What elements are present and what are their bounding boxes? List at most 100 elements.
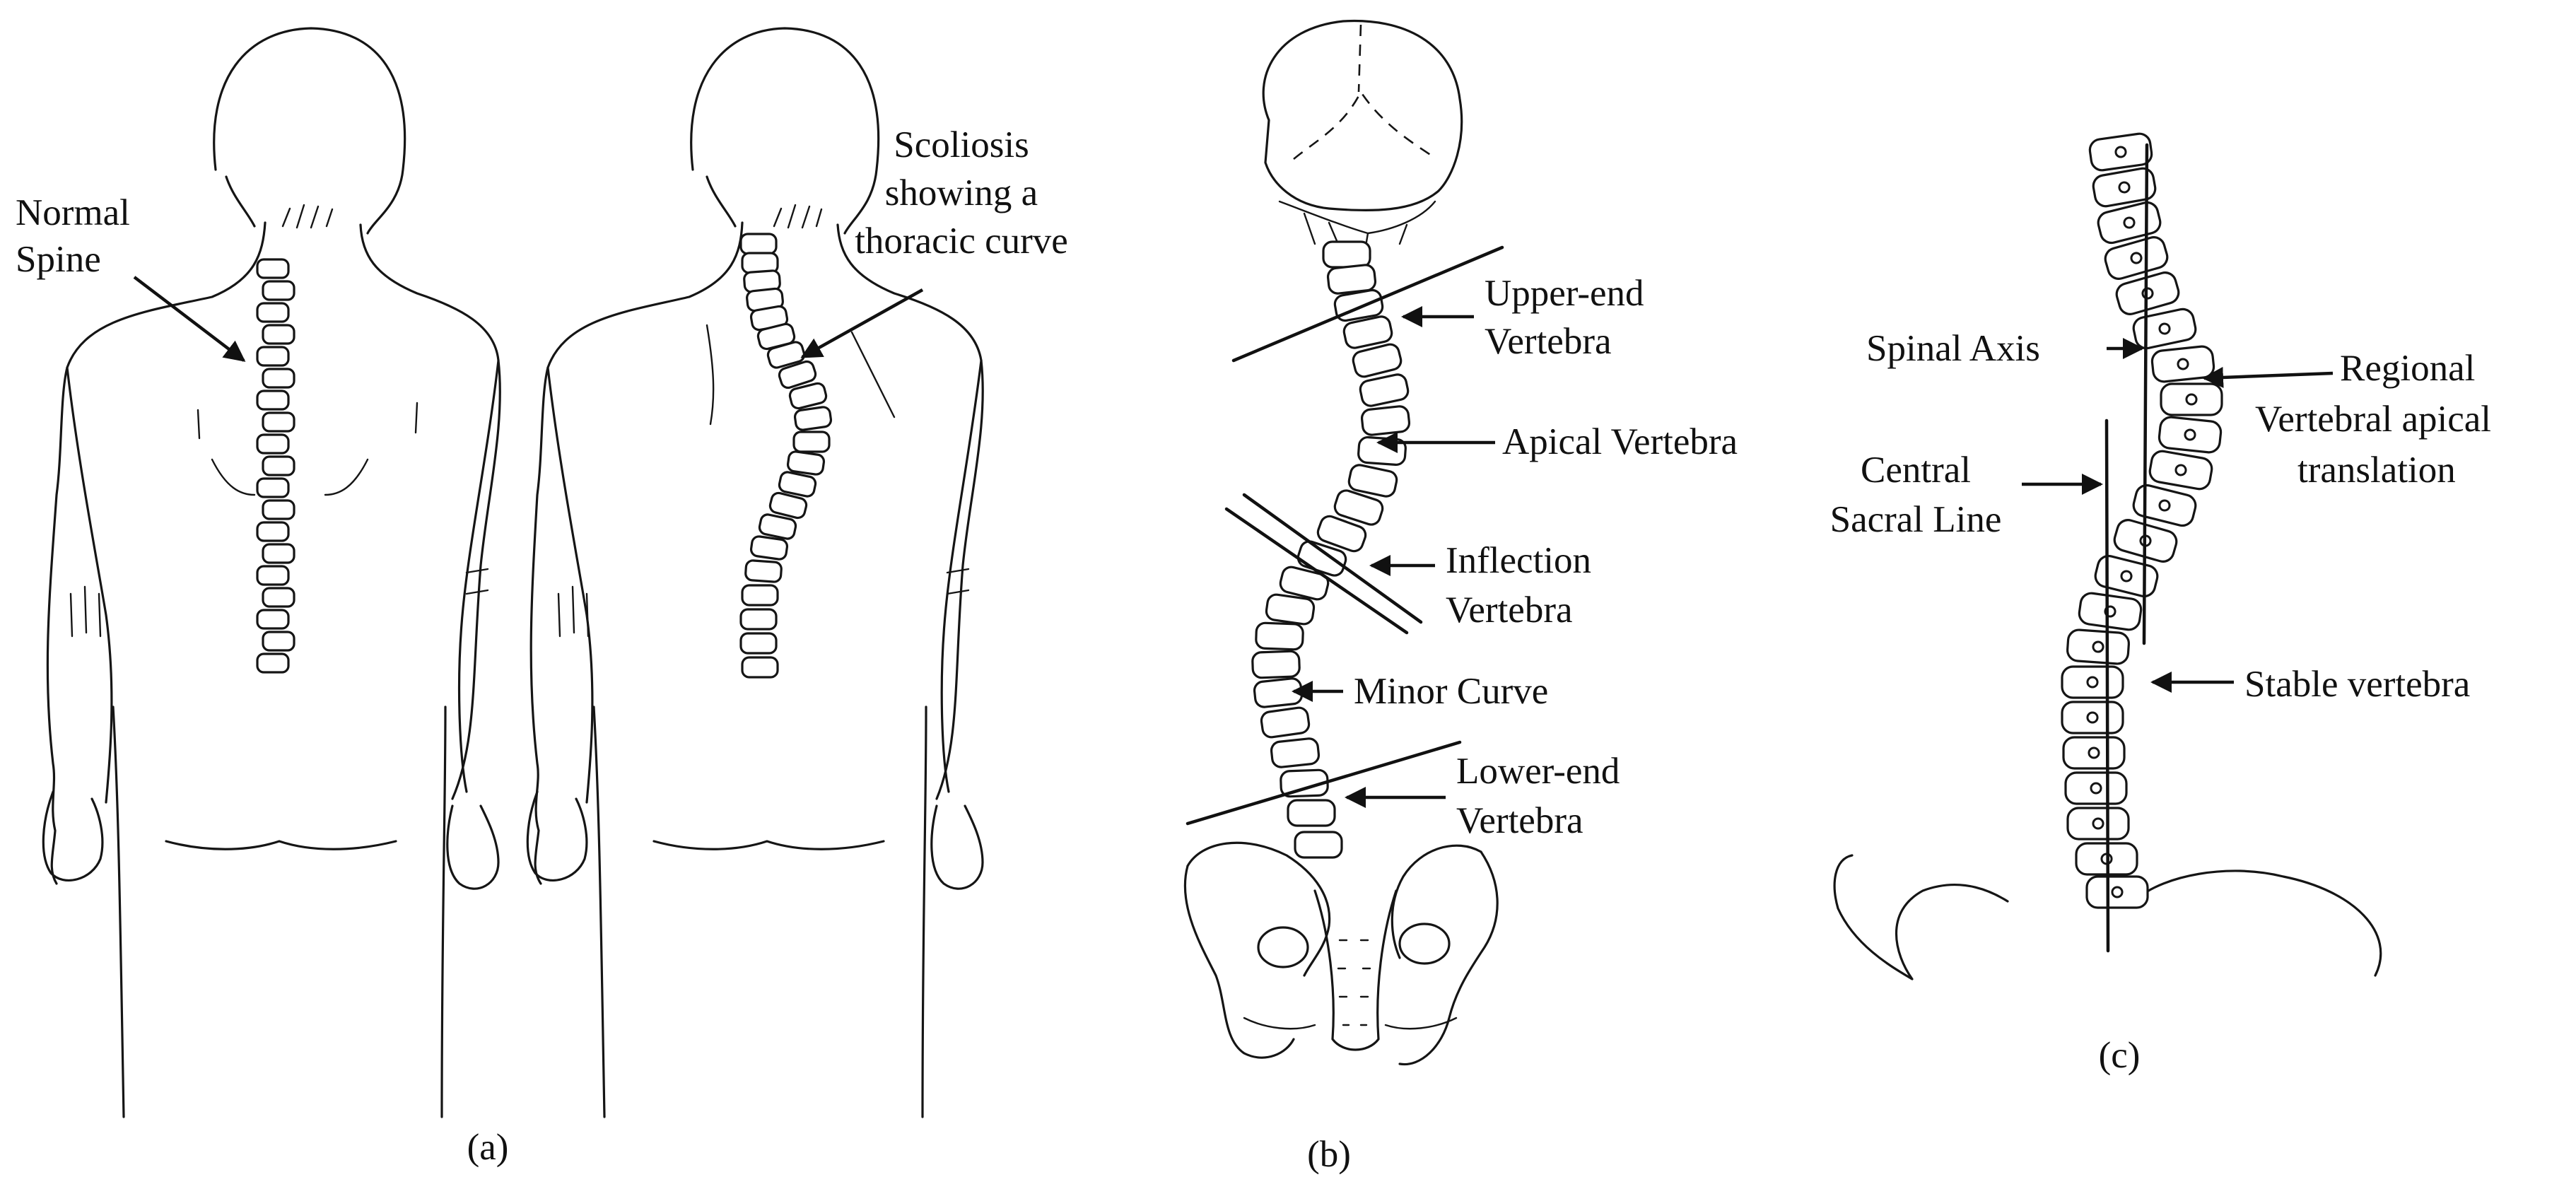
vertebra <box>1270 737 1321 768</box>
skull-suture-lambdoid <box>1293 90 1432 160</box>
torso-right-outline-2 <box>836 223 984 800</box>
buttocks-line-1 <box>165 840 397 850</box>
head-outline-2 <box>690 27 880 235</box>
normal-spine-arrow <box>133 276 246 362</box>
pelvis-sketch <box>1183 841 1499 1066</box>
skull-base <box>1278 200 1436 256</box>
normal-spine-column <box>256 258 295 674</box>
vertebra <box>262 543 295 564</box>
vertebra <box>1287 799 1336 827</box>
left-iliac-crest <box>1833 854 2009 980</box>
normal-back-figure <box>42 27 501 1118</box>
caption-b: (b) <box>1307 1134 1351 1175</box>
torso-right-outline-1 <box>359 223 501 800</box>
vertebra <box>2132 484 2197 527</box>
right-elbow-marks-2 <box>946 568 970 595</box>
upper-end-label-line2: Vertebra <box>1485 321 1612 362</box>
vertebra <box>1347 464 1398 498</box>
pelvis-lower-lines <box>1243 1017 1458 1030</box>
vertebra <box>262 499 295 520</box>
pelvis-right-wing <box>1391 844 1482 959</box>
torso-left-outline-1 <box>46 221 267 885</box>
normal-spine-label-line1: Normal <box>16 192 130 233</box>
regional-translation-label-line3: translation <box>2297 450 2456 491</box>
inflection-line-2 <box>1242 493 1423 624</box>
vertebra <box>262 631 295 652</box>
panel-c: Spinal Axis Regional Vertebral apical tr… <box>1830 132 2491 1076</box>
vertebra <box>1360 405 1411 436</box>
vertebra <box>2066 807 2130 841</box>
normal-spine-label-line2: Spine <box>16 239 101 280</box>
vertebra <box>262 587 295 608</box>
torso-left-outline-2 <box>529 221 744 885</box>
vertebra <box>2097 201 2162 245</box>
spinal-axis-label: Spinal Axis <box>1866 328 2040 369</box>
caption-c: (c) <box>2099 1035 2141 1076</box>
scoliosis-label-line2: showing a <box>885 172 1038 213</box>
inflection-label-line1: Inflection <box>1446 540 1591 581</box>
vertebra <box>262 324 295 345</box>
vertebra <box>2094 554 2159 598</box>
vertebra <box>2092 167 2157 208</box>
regional-translation-label-line1: Regional <box>2340 348 2475 389</box>
vertebra <box>262 368 295 389</box>
vertebra <box>1316 515 1367 553</box>
vertebra <box>256 390 290 411</box>
vertebra <box>749 535 789 561</box>
vertebra <box>256 652 290 674</box>
sacral-foramina <box>1337 939 1371 1026</box>
vertebra <box>256 302 290 323</box>
vertebra <box>1251 650 1301 679</box>
vertebra <box>1322 240 1371 269</box>
shoulder-blades-1 <box>211 458 369 496</box>
vertebra <box>739 608 778 631</box>
inflection-label-line2: Vertebra <box>1446 590 1573 631</box>
vertebra <box>1260 706 1311 739</box>
vertebra <box>758 513 797 540</box>
left-arm-inner-2 <box>546 366 594 804</box>
vertebra <box>1255 621 1304 651</box>
scoliosis-label-line1: Scoliosis <box>894 124 1029 165</box>
right-leg-line-1 <box>440 705 447 1118</box>
upper-end-tangent-line <box>1231 245 1504 363</box>
vertebra <box>741 656 779 679</box>
upper-end-label-line1: Upper-end <box>1485 273 1644 314</box>
vertebra <box>792 431 831 453</box>
inflection-line-1 <box>1224 507 1409 635</box>
vertebra <box>768 491 808 520</box>
vertebra <box>2085 875 2149 909</box>
scoliosis-back-figure <box>526 27 984 1118</box>
vertebra <box>786 450 826 476</box>
axis-spine-column <box>2061 132 2223 909</box>
left-leg-line-2 <box>592 705 606 1118</box>
lower-end-tangent-line <box>1185 740 1462 826</box>
vertebra <box>256 609 290 630</box>
elbow-marks-1 <box>69 585 102 638</box>
regional-translation-label-line2: Vertebral apical <box>2255 399 2491 440</box>
right-elbow-marks-1 <box>465 568 489 595</box>
vertebra <box>778 471 817 498</box>
vertebra <box>1326 264 1377 295</box>
vertebra <box>1265 593 1316 626</box>
vertebra <box>256 258 290 279</box>
right-hand-1 <box>446 804 500 890</box>
lower-end-label-line1: Lower-end <box>1456 751 1620 792</box>
scoliosis-label-line3: thoracic curve <box>855 221 1068 262</box>
vertebra <box>1294 831 1343 859</box>
elbow-marks-2 <box>557 585 590 638</box>
right-arm-inner-1 <box>457 359 500 793</box>
vertebra <box>262 455 295 476</box>
pelvis-right-ilium <box>1398 850 1499 1066</box>
scoliosis-arrow <box>800 288 924 358</box>
vertebra <box>778 360 817 390</box>
scoliotic-spine-column <box>739 233 833 679</box>
head-jaw-1 <box>225 175 256 228</box>
lower-end-label-line2: Vertebra <box>1456 800 1583 841</box>
caption-a: (a) <box>467 1127 509 1168</box>
vertebra <box>1342 315 1393 349</box>
vertebra <box>2061 701 2124 734</box>
vertebra <box>2160 382 2223 416</box>
vertebra <box>739 632 778 655</box>
panel-a: Normal Spine Scoliosis showing a thoraci… <box>16 27 1068 1168</box>
